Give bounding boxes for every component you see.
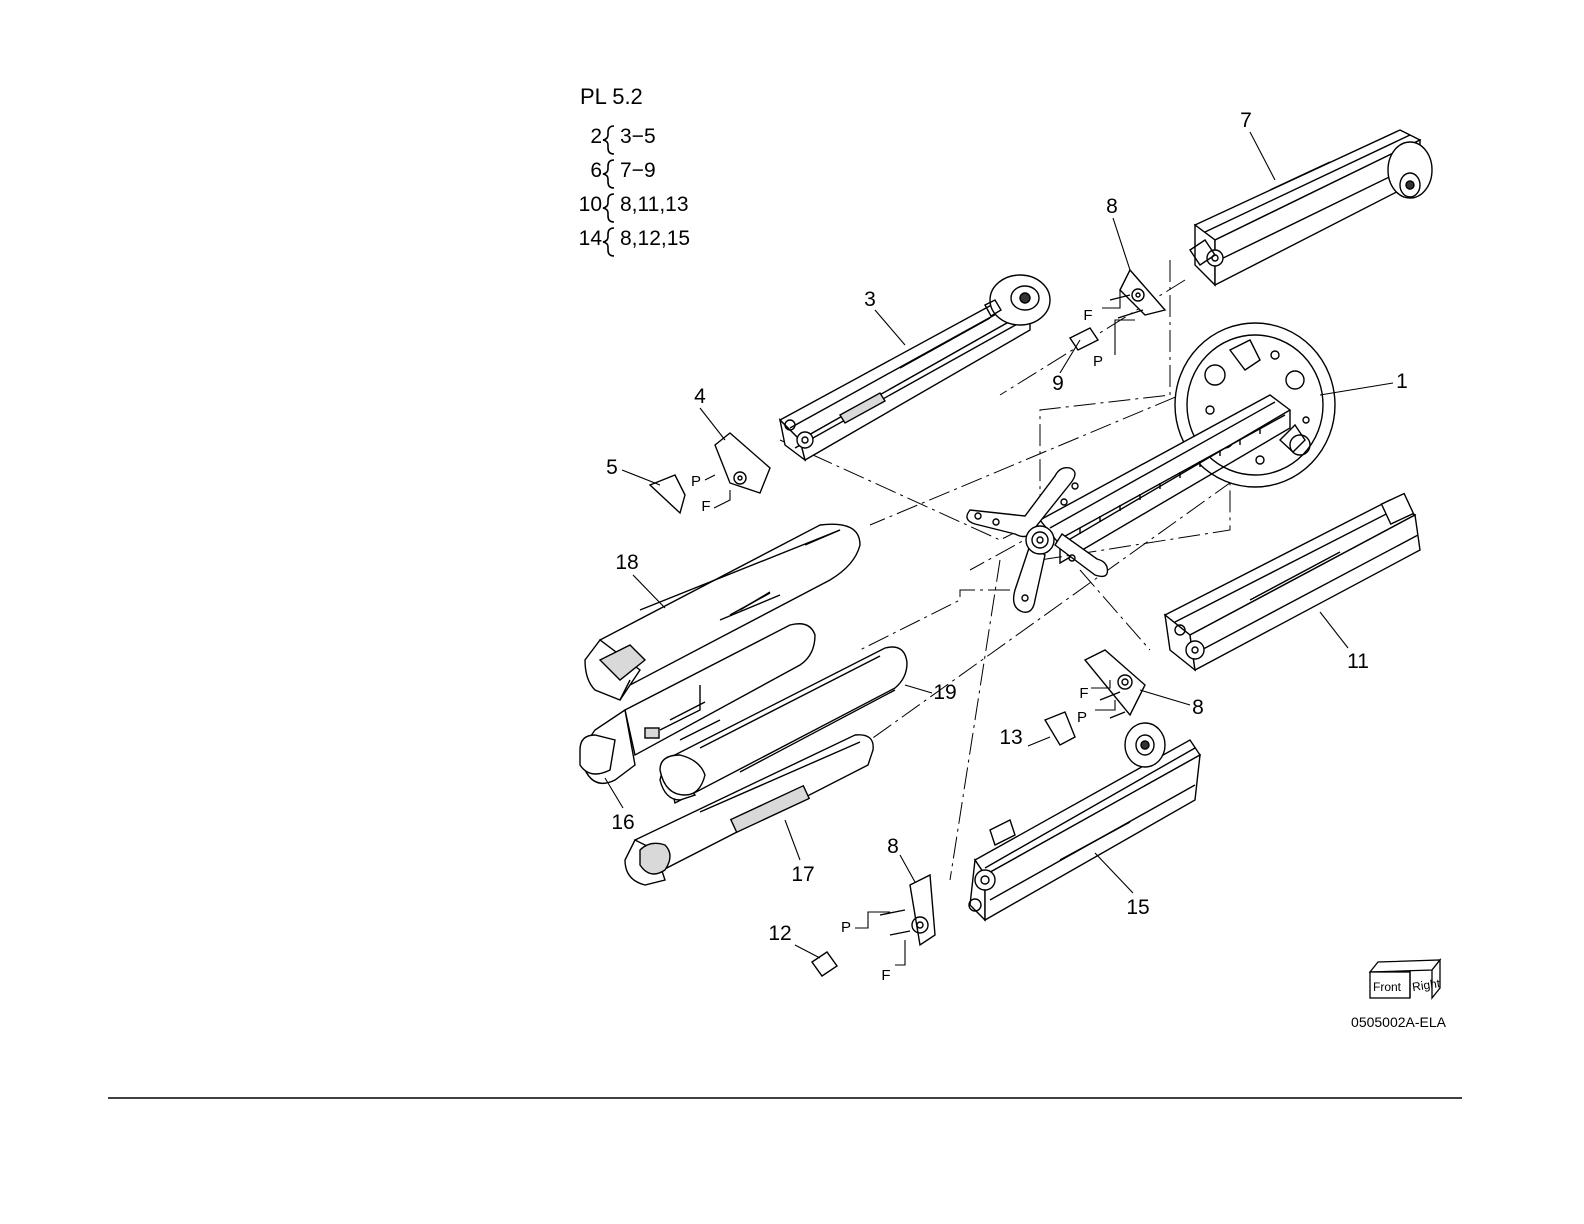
- reference-group-key: 2: [590, 125, 602, 148]
- callout-label: 19: [933, 681, 956, 704]
- callout-label: 13: [999, 726, 1022, 749]
- callout-label: 1: [1396, 370, 1408, 393]
- reference-legend: PL 5.2 2 3−5 6 7−9 10 8,11,13 14 8,12,15: [579, 84, 690, 256]
- upper-cartridge-part: [780, 275, 1050, 460]
- leader-lines: [605, 132, 1393, 965]
- flag-label: P: [691, 473, 701, 490]
- flag-label: P: [1077, 709, 1087, 726]
- callout-label: 7: [1240, 109, 1252, 132]
- callout-label: 5: [606, 456, 618, 479]
- reference-group-key: 6: [590, 159, 602, 182]
- middle-right-cartridge-part: [1165, 494, 1420, 670]
- flag-label: P: [1093, 353, 1103, 370]
- callout-label: 15: [1126, 896, 1149, 919]
- reference-group-key: 10: [579, 193, 602, 216]
- orientation-cube-icon: Front Right: [1370, 960, 1442, 998]
- bracket-upper-part: [1110, 270, 1165, 318]
- callout-label: 9: [1052, 372, 1064, 395]
- reference-group-items: 3−5: [620, 125, 656, 148]
- callout-label: 18: [615, 551, 638, 574]
- clip-5-part: [650, 475, 685, 513]
- bracket-lower-part: [880, 875, 935, 945]
- reference-group-items: 8,11,13: [620, 193, 689, 216]
- clip-4-part: [715, 433, 770, 493]
- callout-label: 17: [791, 863, 814, 886]
- flag-label: F: [1083, 307, 1092, 324]
- upper-right-cartridge-part: [1190, 130, 1432, 285]
- callout-label: 3: [864, 288, 876, 311]
- reference-group-items: 7−9: [620, 159, 656, 182]
- figure-id: 0505002A-ELA: [1351, 1014, 1447, 1030]
- callout-label: 12: [768, 922, 791, 945]
- reference-group-key: 14: [579, 227, 603, 250]
- front-face-label: Front: [1373, 980, 1402, 994]
- brace-icon: [603, 160, 614, 188]
- brace-icon: [603, 194, 614, 222]
- flag-label: F: [881, 967, 890, 984]
- reference-title: PL 5.2: [580, 84, 643, 109]
- reference-group-items: 8,12,15: [620, 227, 690, 250]
- callout-label: 16: [611, 811, 634, 834]
- callout-label: 8: [887, 835, 899, 858]
- flag-label: F: [1079, 685, 1088, 702]
- brace-icon: [603, 126, 614, 154]
- callout-label: 8: [1106, 195, 1118, 218]
- clip-13-part: [1045, 712, 1075, 745]
- flag-label: F: [701, 498, 710, 515]
- flag-label: P: [841, 919, 851, 936]
- lower-right-cartridge-part: [969, 723, 1200, 920]
- brace-icon: [603, 228, 614, 256]
- callout-label: 8: [1192, 696, 1204, 719]
- callout-label: 4: [694, 385, 706, 408]
- clip-9-part: [1070, 328, 1098, 350]
- callout-label: 11: [1347, 650, 1369, 673]
